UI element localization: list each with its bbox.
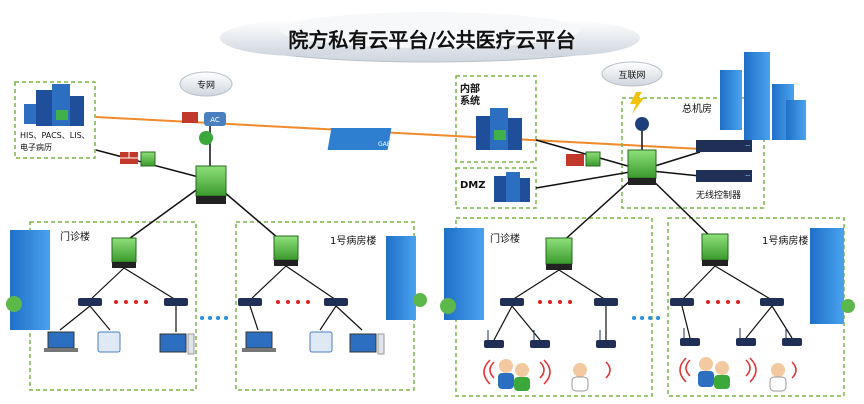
his-box [14, 81, 96, 159]
router-top-left-icon [199, 131, 213, 145]
user-icon [698, 357, 714, 387]
desktop-icon [159, 333, 195, 355]
access-point-icon [530, 330, 550, 348]
router-right-icon [635, 117, 649, 131]
access-switch-icon [500, 298, 524, 306]
access-switch-icon [78, 298, 102, 306]
gap-device-icon: GAP [327, 128, 392, 150]
his-servers-icon [24, 84, 84, 126]
private-line-label: 专网 [197, 79, 215, 91]
access-switches [78, 298, 784, 306]
end-devices-left [44, 331, 385, 355]
core-switch-right-icon [627, 149, 657, 185]
tablet-icon [309, 331, 333, 353]
building-outpatient-left-icon [6, 230, 50, 330]
access-point-icon [680, 328, 700, 346]
small-switch-left-icon [140, 151, 156, 167]
ward-right-label: 1号病房楼 [762, 234, 808, 247]
svg-text:⌔: ⌔ [744, 143, 752, 152]
ward-right-box [667, 217, 845, 397]
his-label: HIS、PACS、LIS、 [20, 131, 90, 140]
user-icon [514, 363, 530, 391]
dmz-servers-icon [494, 172, 530, 202]
access-switch-icon [760, 298, 784, 306]
tablet-icon [97, 331, 121, 353]
private-line-cloud: 专网 [179, 71, 233, 97]
firewall-top-icon [182, 112, 198, 123]
ac-label: AC [210, 116, 220, 124]
access-point-icon [484, 330, 504, 348]
access-point-icon [596, 330, 616, 348]
dmz-label: DMZ [460, 180, 486, 191]
access-links [59, 265, 793, 341]
server-room-box [621, 97, 765, 209]
wireless-controller-label: 无线控制器 [696, 189, 741, 201]
user-icon [714, 361, 730, 389]
dist-switch-icon [701, 233, 729, 266]
small-switch-right-icon [585, 151, 601, 167]
headquarters-buildings-icon [720, 52, 806, 140]
firewall-left-icon [120, 152, 138, 164]
access-switch-icon [164, 298, 188, 306]
building-ward-right-icon [810, 228, 855, 324]
core-switch-left-icon [195, 165, 227, 204]
red-dots-separators [114, 300, 740, 304]
laptop-icon [242, 331, 276, 352]
wireless-controller-icon: ⌔ ⌔ [696, 140, 752, 182]
access-switch-icon [324, 298, 348, 306]
building-outpatient-right-icon [440, 228, 484, 320]
access-switch-icon [670, 298, 694, 306]
dist-switch-icon [273, 235, 299, 266]
dist-switch-icon [111, 237, 137, 268]
wireless-aps-right [484, 328, 802, 348]
access-switch-icon [238, 298, 262, 306]
internal-servers-icon [476, 108, 522, 150]
internal-label-1: 内部 [460, 82, 480, 95]
firewall-right-icon [566, 154, 584, 166]
dist-switch-icon [545, 237, 573, 270]
diagram-title: 院方私有云平台/公共医疗云平台 [288, 28, 575, 52]
outpatient-right-label: 门诊楼 [490, 232, 520, 245]
user-icon [498, 359, 514, 389]
outpatient-left-label: 门诊楼 [60, 230, 90, 243]
access-switch-icon [594, 298, 618, 306]
doctor-icon [769, 363, 787, 392]
laptop-icon [44, 331, 78, 352]
building-ward-left-icon [386, 236, 427, 320]
access-point-icon [736, 328, 756, 346]
emr-label: 电子病历 [20, 142, 52, 152]
internal-label-2: 系统 [460, 94, 480, 107]
blue-dots-separators [200, 316, 660, 320]
title-cloud: 院方私有云平台/公共医疗云平台 [220, 12, 640, 63]
lightning-icon [630, 92, 644, 114]
server-room-label: 总机房 [682, 102, 712, 115]
users-right [498, 357, 787, 392]
distribution-switches [111, 233, 729, 270]
ac-controller-icon: AC [204, 112, 226, 126]
access-point-icon [782, 328, 802, 346]
internal-system-box [455, 75, 537, 163]
gap-label: GAP [378, 141, 391, 148]
wireless-signal-arcs [483, 357, 797, 385]
ward-left-label: 1号病房楼 [330, 234, 376, 247]
desktop-icon [349, 333, 385, 355]
private-line-link [95, 116, 721, 151]
doctor-icon [571, 363, 589, 392]
svg-text:⌔: ⌔ [744, 173, 752, 182]
internet-cloud: 互联网 [601, 61, 663, 87]
internet-label: 互联网 [618, 70, 645, 81]
